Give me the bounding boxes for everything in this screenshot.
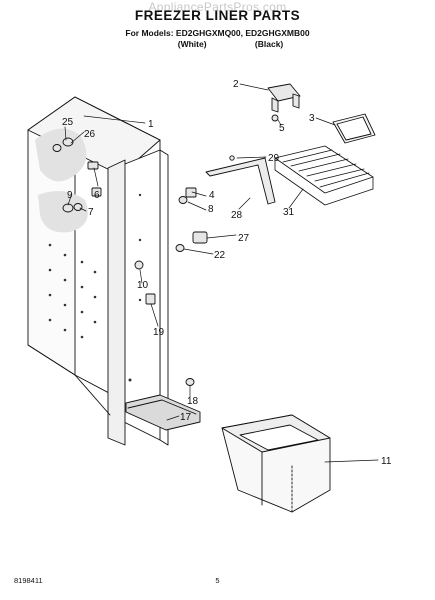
callout-3: 3: [309, 113, 315, 124]
callout-7: 7: [88, 207, 94, 218]
callout-18: 18: [187, 396, 199, 407]
callout-4: 4: [209, 190, 215, 201]
callout-2: 2: [233, 79, 239, 90]
callout-27: 27: [238, 233, 250, 244]
callout-8: 8: [208, 204, 214, 215]
small-parts-group: [52, 137, 208, 386]
watermark-text: AppliancePartsPros.com: [148, 0, 287, 14]
callout-29: 29: [268, 153, 280, 164]
callout-28: 28: [231, 210, 243, 221]
callout-11: 11: [381, 456, 392, 467]
leader-lines: [64, 83, 379, 463]
wire-shelf: [274, 145, 374, 206]
page-title: FREEZER LINER PARTS: [134, 8, 301, 23]
page-number: 5: [215, 576, 220, 585]
glass-shelf: [332, 113, 376, 144]
callout-6: 6: [94, 190, 100, 201]
callout-labels: 1 2 3 4 5 6 7 8 9 10 11 17 18 19 22 25 2…: [62, 79, 392, 467]
callout-5: 5: [279, 123, 285, 134]
callout-25: 25: [62, 117, 74, 128]
document-number: 8198411: [14, 576, 43, 585]
variant-black: (Black): [254, 39, 284, 49]
callout-26: 26: [84, 129, 96, 140]
variant-white: (White): [177, 39, 207, 49]
freezer-liner: [27, 96, 169, 446]
shelf-bracket: [267, 83, 301, 122]
callout-10: 10: [137, 280, 149, 291]
callout-19: 19: [153, 327, 165, 338]
shelf-rail: [205, 155, 276, 205]
models-line: For Models: ED2GHGXMQ00, ED2GHGXMB00: [125, 28, 310, 38]
bottom-rail: [125, 394, 201, 431]
freezer-bin: [221, 414, 331, 513]
callout-31: 31: [283, 207, 295, 218]
color-variants: (White) (Black): [0, 39, 435, 49]
callout-22: 22: [214, 250, 226, 261]
callout-1: 1: [148, 119, 154, 130]
callout-9: 9: [67, 190, 73, 201]
callout-17: 17: [180, 412, 192, 423]
